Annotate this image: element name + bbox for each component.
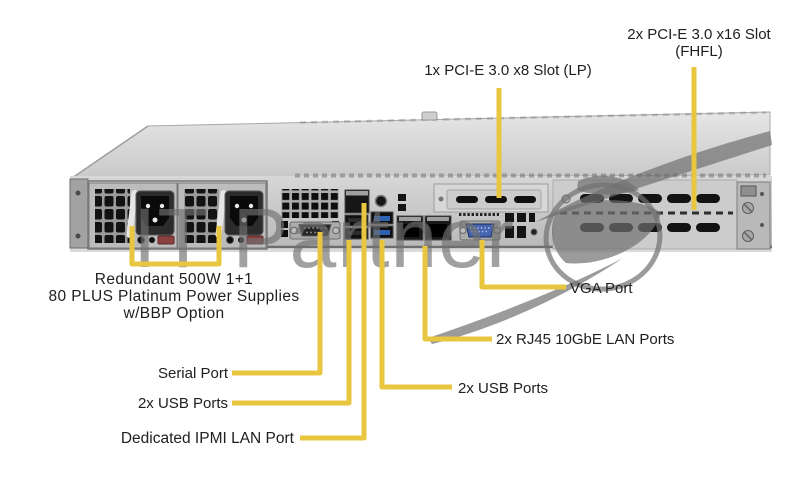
vga-port (459, 220, 501, 241)
label-lan-ports: 2x RJ45 10GbE LAN Ports (496, 331, 675, 348)
power-supply-bay (87, 180, 268, 250)
top-tab (421, 111, 438, 121)
io-vent-grid (281, 189, 339, 218)
label-pcie-lp: 1x PCI-E 3.0 x8 Slot (LP) (424, 62, 592, 79)
label-pcie-x16-line2: (FHFL) (675, 43, 723, 60)
psu2-vent-grid (184, 189, 219, 243)
io-panel (281, 183, 549, 241)
serial-port (289, 221, 341, 240)
label-usb-ports-left: 2x USB Ports (137, 395, 228, 412)
dip-blocks (505, 213, 538, 238)
label-psu-line3: w/BBP Option (123, 305, 225, 322)
label-pcie-x16: 2x PCI-E 3.0 x16 Slot (FHFL) (627, 26, 770, 60)
label-serial-port: Serial Port (157, 365, 228, 382)
label-ipmi-lan-port: Dedicated IPMI LAN Port (120, 430, 294, 447)
lan-ports (396, 194, 452, 241)
usb3-ports (370, 211, 394, 239)
power-supply-1 (88, 182, 178, 249)
label-psu-line1: Redundant 500W 1+1 (94, 271, 254, 288)
label-psu-line2: 80 PLUS Platinum Power Supplies (48, 288, 300, 305)
chassis-top (70, 111, 771, 179)
low-profile-slot (433, 183, 549, 213)
right-bracket (736, 181, 771, 250)
label-usb-ports-right: 2x USB Ports (458, 380, 549, 397)
label-pcie-x16-line1: 2x PCI-E 3.0 x16 Slot (627, 26, 771, 43)
round-port-hole (374, 194, 388, 208)
label-vga-port: VGA Port (570, 280, 633, 297)
power-supply-2 (177, 182, 267, 249)
psu1-vent-grid (95, 189, 130, 243)
ipmi-lan-port (344, 189, 370, 214)
label-psu: Redundant 500W 1+1 80 PLUS Platinum Powe… (48, 271, 299, 322)
